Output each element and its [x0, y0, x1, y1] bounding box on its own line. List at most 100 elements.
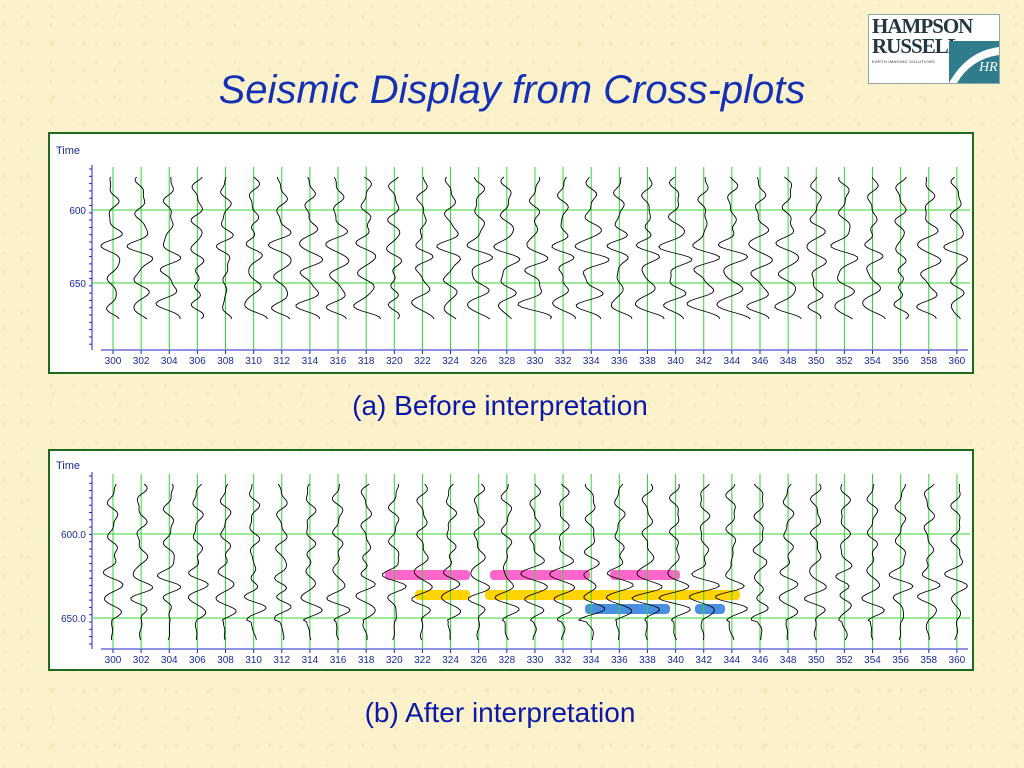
trace-label: 308 — [217, 356, 234, 367]
logo-line1: HAMPSON — [872, 14, 973, 38]
hampson-russell-logo: HAMPSON RUSSELL EARTH IMAGING SOLUTIONS … — [868, 14, 1000, 84]
seismic-wiggle-trace — [215, 176, 234, 320]
trace-label: 334 — [583, 655, 600, 666]
trace-label: 340 — [667, 356, 684, 367]
seismic-wiggle-trace — [441, 483, 462, 641]
seismic-wiggle-trace — [605, 483, 634, 641]
seismic-wiggle-trace — [888, 484, 914, 641]
seismic-wiggle-trace — [411, 483, 433, 641]
trace-label: 342 — [695, 655, 712, 666]
seismic-wiggle-trace — [943, 176, 969, 320]
logo-mark-text: HR — [978, 60, 998, 75]
trace-label: 354 — [864, 655, 881, 666]
seismic-wiggle-trace — [715, 483, 748, 641]
seismic-wiggle-trace — [551, 176, 576, 320]
trace-label: 332 — [555, 356, 572, 367]
pink-horizon-strip — [490, 570, 590, 580]
trace-label: 304 — [161, 655, 178, 666]
seismic-wiggle-trace — [273, 483, 292, 641]
seismic-wiggle-trace — [187, 483, 209, 640]
seismic-wiggle-trace — [244, 176, 268, 320]
trace-label: 346 — [752, 655, 769, 666]
trace-label: 334 — [583, 356, 600, 367]
time-tick-label: 600 — [69, 206, 86, 217]
trace-label: 346 — [752, 356, 769, 367]
seismic-wiggle-trace — [382, 483, 407, 641]
caption-before: (a) Before interpretation — [352, 390, 648, 421]
seismic-wiggle-trace — [750, 483, 769, 641]
trace-label: 336 — [611, 655, 628, 666]
seismic-wiggle-trace — [190, 176, 205, 320]
seismic-wiggle-trace — [835, 483, 853, 641]
pink-horizon-strip — [610, 570, 680, 580]
seismic-wiggle-trace — [916, 483, 941, 640]
time-tick-label: 650.0 — [61, 614, 86, 625]
trace-label: 352 — [836, 356, 853, 367]
seismic-wiggle-trace — [355, 483, 376, 641]
trace-label: 314 — [302, 356, 319, 367]
trace-label: 326 — [470, 356, 487, 367]
trace-label: 342 — [695, 356, 712, 367]
trace-label: 324 — [442, 655, 459, 666]
trace-label: 312 — [273, 655, 290, 666]
seismic-wiggle-trace — [215, 483, 237, 641]
trace-label: 330 — [527, 356, 544, 367]
time-axis-label: Time — [56, 145, 80, 157]
trace-label: 320 — [386, 356, 403, 367]
seismic-wiggle-trace — [577, 483, 606, 641]
trace-label: 344 — [724, 356, 741, 367]
seismic-wiggle-trace — [494, 483, 520, 641]
seismic-wiggle-trace — [893, 176, 909, 320]
trace-label: 316 — [330, 356, 347, 367]
seismic-wiggle-trace — [102, 483, 124, 641]
seismic-wiggle-trace — [803, 483, 827, 641]
seismic-wiggle-trace — [520, 483, 548, 640]
seismic-wiggle-trace — [943, 483, 969, 641]
trace-label: 330 — [527, 655, 544, 666]
trace-label: 356 — [892, 356, 909, 367]
seismic-wiggle-trace — [468, 483, 491, 641]
seismic-wiggle-trace — [746, 176, 773, 320]
trace-label: 302 — [133, 655, 150, 666]
seismic-wiggle-trace — [778, 483, 799, 641]
seismic-wiggle-trace — [830, 176, 859, 320]
trace-label: 322 — [414, 655, 431, 666]
trace-label: 356 — [892, 655, 909, 666]
logo-tagline: EARTH IMAGING SOLUTIONS — [872, 59, 936, 64]
slide-title: Seismic Display from Cross-plots — [218, 68, 806, 112]
trace-label: 306 — [189, 655, 206, 666]
time-tick-label: 650 — [69, 279, 86, 290]
trace-label: 348 — [780, 356, 797, 367]
seismic-wiggle-trace — [411, 176, 435, 320]
seismic-wiggle-trace — [466, 176, 494, 320]
trace-label: 318 — [358, 655, 375, 666]
trace-label: 336 — [611, 356, 628, 367]
yellow-horizon-strip — [485, 590, 740, 600]
trace-label: 302 — [133, 356, 150, 367]
trace-label: 304 — [161, 356, 178, 367]
seismic-wiggle-trace — [916, 176, 942, 320]
trace-label: 328 — [498, 356, 515, 367]
seismic-wiggle-trace — [862, 176, 886, 320]
trace-label: 338 — [639, 356, 656, 367]
seismic-wiggle-trace — [658, 483, 691, 641]
trace-label: 300 — [105, 356, 122, 367]
trace-label: 360 — [949, 655, 966, 666]
trace-label: 360 — [949, 356, 966, 367]
seismic-wiggle-trace — [658, 176, 693, 320]
logo-line2: RUSSELL — [872, 34, 962, 58]
trace-label: 332 — [555, 655, 572, 666]
seismic-wiggle-trace — [295, 176, 324, 320]
seismic-wiggle-trace — [300, 483, 323, 641]
seismic-wiggle-trace — [436, 176, 461, 320]
seismic-wiggle-trace — [606, 176, 633, 320]
trace-label: 320 — [386, 655, 403, 666]
seismic-wiggle-trace — [574, 176, 610, 320]
seismic-wiggle-trace — [353, 176, 381, 320]
seismic-wiggle-trace — [386, 176, 403, 320]
seismic-wiggle-trace — [130, 483, 154, 641]
